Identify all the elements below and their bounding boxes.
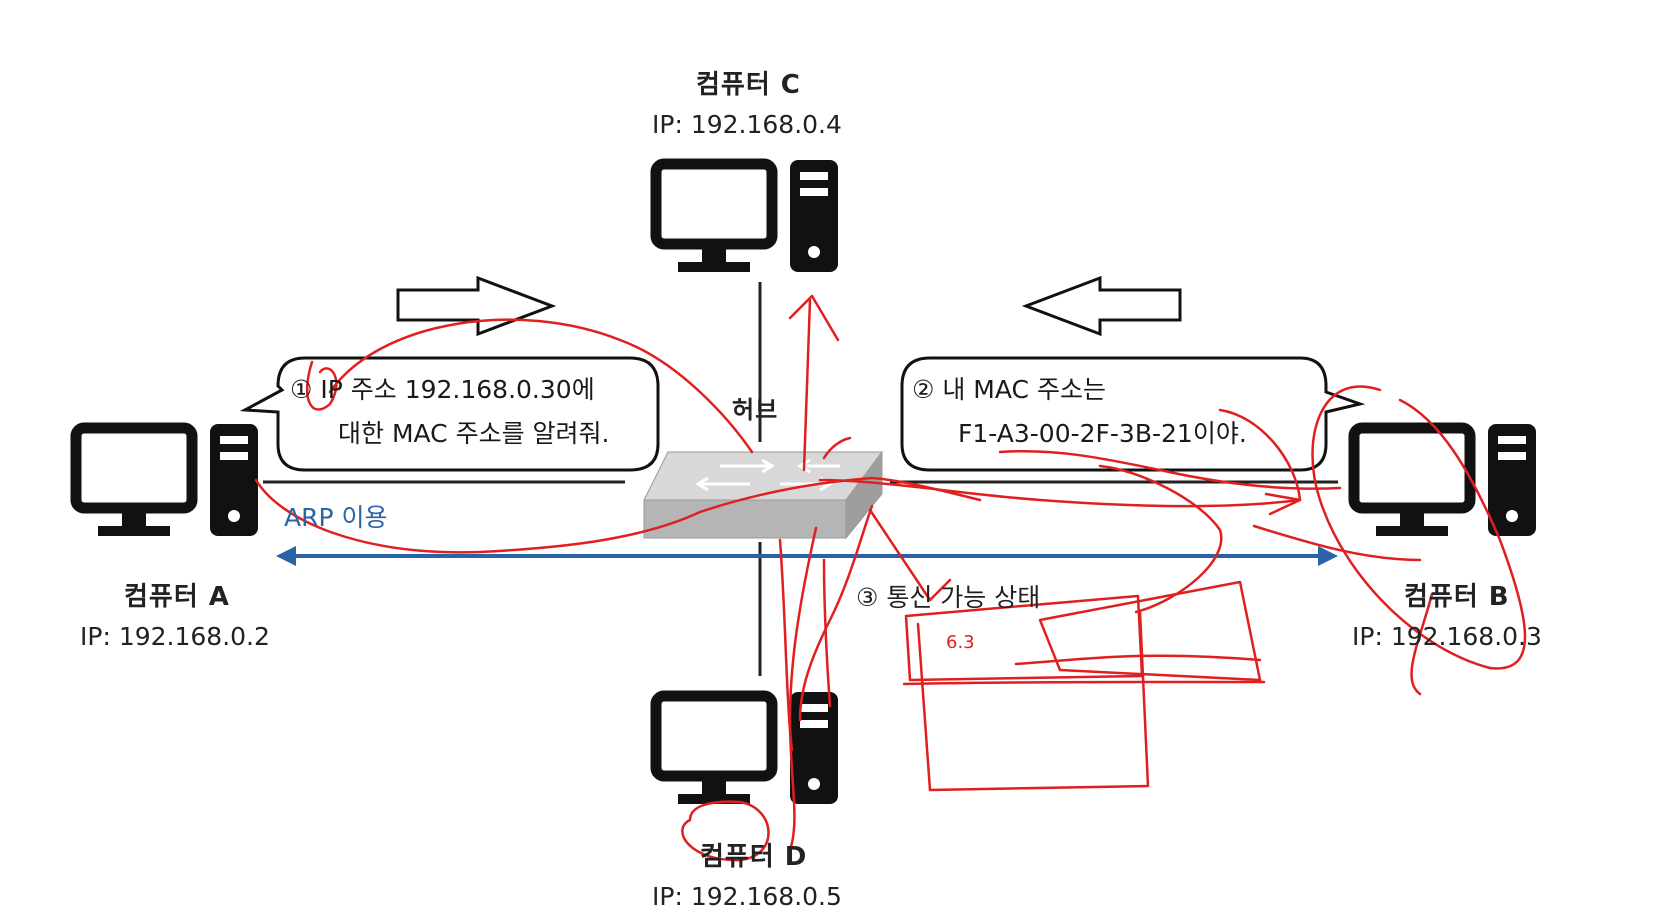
hub-icon xyxy=(643,450,883,540)
handwritten-annotation: 6.3 xyxy=(946,632,975,653)
computer-d-icon xyxy=(656,692,838,804)
computer-c-name: 컴퓨터 C xyxy=(696,70,801,100)
left-bubble-line1: ① IP 주소 192.168.0.30에 xyxy=(290,375,595,404)
computer-c-icon xyxy=(656,160,838,272)
left-speech-bubble xyxy=(239,356,660,472)
double-arrow-icon xyxy=(276,546,1338,566)
computer-a-icon xyxy=(76,424,258,536)
left-bubble-text: ① IP 주소 192.168.0.30에 대한 MAC 주소를 알려줘. xyxy=(290,368,609,456)
left-arrow-icon xyxy=(1021,275,1182,337)
computer-a-name: 컴퓨터 A xyxy=(124,582,230,612)
arp-label: ARP 이용 xyxy=(284,503,388,532)
left-bubble-line2: 대한 MAC 주소를 알려줘. xyxy=(338,419,610,448)
status-label: ③ 통신 가능 상태 xyxy=(856,583,1041,612)
computer-d-ip: IP: 192.168.0.5 xyxy=(652,882,842,911)
right-bubble-line2: F1-A3-00-2F-3B-21이야. xyxy=(958,419,1247,448)
computer-a-ip: IP: 192.168.0.2 xyxy=(80,622,270,651)
right-speech-bubble xyxy=(900,356,1366,472)
red-annotations xyxy=(254,294,1527,862)
computer-b-ip: IP: 192.168.0.3 xyxy=(1352,622,1542,651)
right-arrow-icon xyxy=(396,275,557,337)
computer-d-name: 컴퓨터 D xyxy=(700,842,808,872)
right-bubble-line1: ② 내 MAC 주소는 xyxy=(912,375,1106,404)
connection-lines xyxy=(263,282,1338,676)
computer-b-name: 컴퓨터 B xyxy=(1404,582,1510,612)
right-bubble-text: ② 내 MAC 주소는 F1-A3-00-2F-3B-21이야. xyxy=(912,368,1247,456)
computer-c-ip: IP: 192.168.0.4 xyxy=(652,110,842,139)
hub-label: 허브 xyxy=(732,396,779,424)
